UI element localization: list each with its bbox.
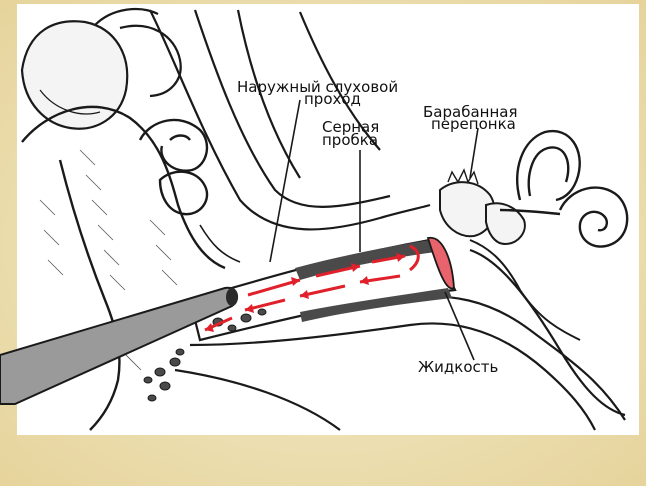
finger-drawing [22, 9, 181, 129]
temporal-bone-drawing [150, 10, 625, 430]
ossicles-drawing [440, 170, 580, 340]
label-eardrum-line2: перепонка [431, 115, 516, 133]
label-wax-plug-line2: пробка [322, 131, 378, 149]
label-ear-canal-line2: проход [304, 90, 361, 108]
label-fluid: Жидкость [418, 358, 498, 376]
